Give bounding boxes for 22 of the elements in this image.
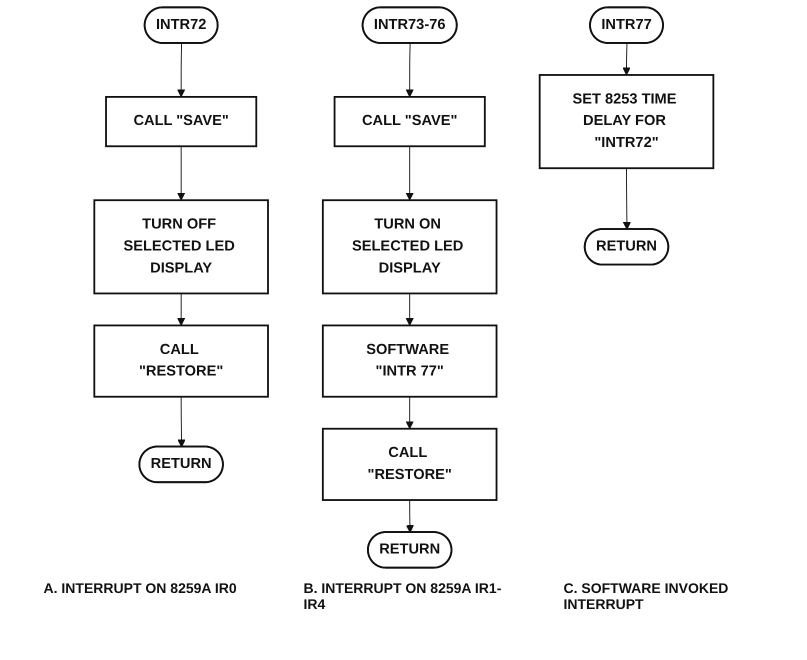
arrow — [176, 42, 185, 98]
arrow — [622, 168, 631, 230]
node-box: SOFTWARE "INTR 77" — [322, 324, 498, 398]
node-box: CALL "SAVE" — [333, 96, 486, 148]
arrow — [405, 396, 414, 430]
figure-caption: A. INTERRUPT ON 8259A IR0 — [44, 580, 238, 598]
figure-caption: C. SOFTWARE INVOKED INTERRUPT — [564, 580, 730, 612]
arrow — [405, 42, 414, 98]
node-box: SET 8253 TIME DELAY FOR "INTR72" — [538, 74, 714, 170]
arrow — [405, 292, 414, 326]
arrow — [622, 42, 630, 76]
arrow — [406, 500, 414, 533]
node-box: TURN OFF SELECTED LED DISPLAY — [93, 199, 269, 294]
node-box: CALL "RESTORE" — [322, 428, 498, 501]
arrow — [176, 292, 185, 326]
node-box: TURN ON SELECTED LED DISPLAY — [322, 199, 498, 294]
figure-caption: B. INTERRUPT ON 8259A IR1-IR4 — [304, 580, 502, 612]
node-box: CALL "RESTORE" — [93, 324, 269, 398]
arrow — [176, 146, 185, 201]
arrow — [405, 146, 414, 201]
node-box: CALL "SAVE" — [104, 96, 257, 148]
arrow — [177, 396, 186, 448]
